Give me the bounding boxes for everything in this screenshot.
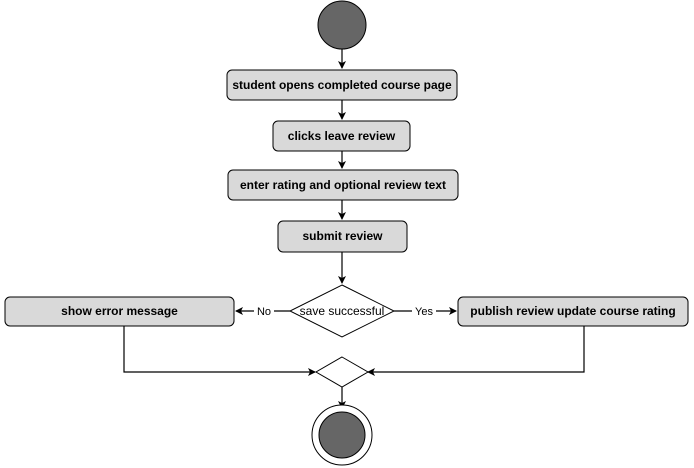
- edge-publish-to-merge: [367, 326, 585, 376]
- decision-save-successful: [288, 284, 396, 338]
- node-open-course-page-label: student opens completed course page: [232, 78, 452, 92]
- node-leave-review-label: clicks leave review: [288, 129, 396, 143]
- node-publish-review-label: publish review update course rating: [470, 304, 675, 318]
- node-publish-review: [457, 296, 689, 327]
- node-enter-rating-label: enter rating and optional review text: [240, 178, 446, 192]
- merge-node: [314, 356, 370, 388]
- node-open-course-page: [226, 69, 458, 101]
- node-enter-rating: [227, 169, 459, 201]
- node-submit-review: [277, 220, 408, 253]
- end-node-inner: [318, 411, 366, 459]
- start-node: [317, 0, 367, 50]
- decision-save-successful-label: save successful: [300, 304, 385, 318]
- node-show-error: [4, 296, 235, 327]
- node-leave-review: [272, 120, 411, 152]
- node-submit-review-label: submit review: [302, 229, 383, 243]
- yes-label-bg: [412, 304, 436, 318]
- edge-label-no: No: [257, 306, 271, 318]
- edge-error-to-merge: [123, 326, 316, 376]
- node-show-error-label: show error message: [61, 304, 178, 318]
- edge-label-yes: Yes: [415, 306, 433, 318]
- no-label-bg: [254, 304, 274, 318]
